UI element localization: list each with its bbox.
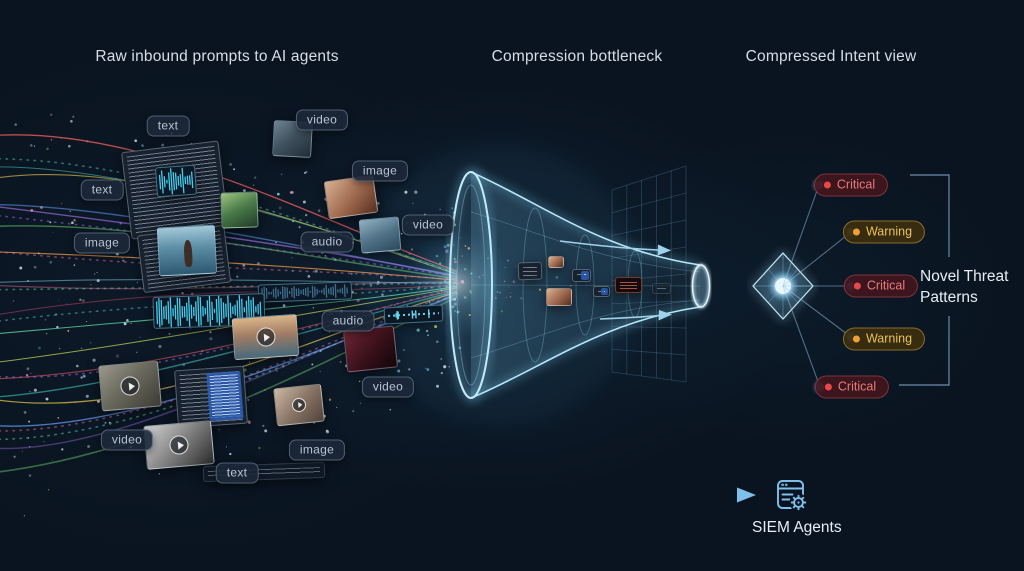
media-tile-photo-green	[220, 191, 259, 229]
severity-badge-warning: Warning	[842, 327, 926, 351]
media-type-chip-video: video	[100, 429, 154, 451]
header-raw-prompts: Raw inbound prompts to AI agents	[95, 48, 339, 65]
play-icon	[255, 326, 276, 348]
novel-threat-patterns-label: Novel Threat Patterns	[920, 266, 1008, 308]
siem-agents-icon	[777, 480, 808, 512]
media-type-chip-image: image	[288, 439, 346, 461]
severity-badge-critical: Critical	[843, 274, 919, 298]
media-type-chip-video: video	[295, 109, 349, 131]
media-type-chip-text: text	[146, 115, 190, 137]
funnel-flow-arrows	[559, 240, 672, 321]
media-tile-waveform	[152, 293, 266, 329]
media-tile-photo-red	[342, 325, 399, 373]
funnel-tile-photo-warm	[546, 288, 572, 306]
novel-threat-bracket	[899, 174, 950, 386]
funnel-tile-text-strip	[652, 283, 671, 294]
media-type-chip-video: video	[361, 376, 415, 398]
media-tile-video-bw	[143, 420, 215, 470]
warning-dot-icon	[852, 228, 860, 235]
header-compressed-intent: Compressed Intent view	[745, 48, 917, 65]
siem-agents-label: SIEM Agents	[752, 519, 842, 536]
header-compression-bottleneck: Compression bottleneck	[491, 48, 663, 65]
media-tile-photo-sea	[358, 216, 402, 254]
severity-badge-label: Warning	[865, 224, 913, 239]
warning-dot-icon	[852, 335, 860, 342]
media-type-chip-text: text	[215, 462, 259, 484]
severity-badge-label: Critical	[836, 177, 876, 192]
media-tile-video-hands	[98, 360, 162, 412]
media-type-chip-audio: audio	[300, 231, 354, 253]
play-icon	[168, 434, 190, 456]
critical-dot-icon	[853, 282, 861, 289]
media-type-chip-text: text	[80, 179, 124, 201]
media-type-chip-audio: audio	[321, 310, 375, 332]
media-type-chip-image: image	[351, 160, 409, 182]
media-tile-photo-ocean	[156, 224, 218, 277]
funnel-tile-photo-warm	[548, 256, 564, 268]
severity-badge-label: Warning	[865, 331, 913, 346]
gear-icon	[790, 494, 807, 511]
media-tile-waveform-dots	[383, 304, 444, 325]
severity-badge-critical: Critical	[814, 375, 890, 399]
novel-threat-line1: Novel Threat	[920, 268, 1009, 285]
severity-badge-label: Critical	[866, 278, 906, 293]
funnel-tile-text	[517, 261, 543, 281]
media-tile-waveform-dark	[257, 281, 353, 303]
play-icon	[291, 397, 307, 413]
media-type-chip-video: video	[401, 214, 455, 236]
media-tile-text-blue	[174, 365, 248, 429]
severity-badge-label: Critical	[837, 379, 877, 394]
funnel-tile-text-blue	[593, 286, 610, 297]
media-tile-video-people	[273, 383, 325, 427]
media-tile-waveform	[155, 164, 197, 198]
critical-dot-icon	[823, 181, 831, 188]
siem-agents: SIEM Agents	[752, 477, 842, 537]
severity-badge-warning: Warning	[842, 220, 926, 244]
siem-arrow	[347, 487, 756, 503]
novel-threat-line2: Patterns	[920, 289, 978, 306]
funnel-tile-text-blue	[572, 269, 591, 282]
media-type-chip-image: image	[73, 232, 131, 254]
play-icon	[119, 375, 141, 397]
media-tile-video-beach	[231, 313, 300, 361]
funnel-tile-text-red	[615, 277, 642, 293]
severity-badge-critical: Critical	[813, 173, 889, 197]
critical-dot-icon	[824, 383, 832, 390]
